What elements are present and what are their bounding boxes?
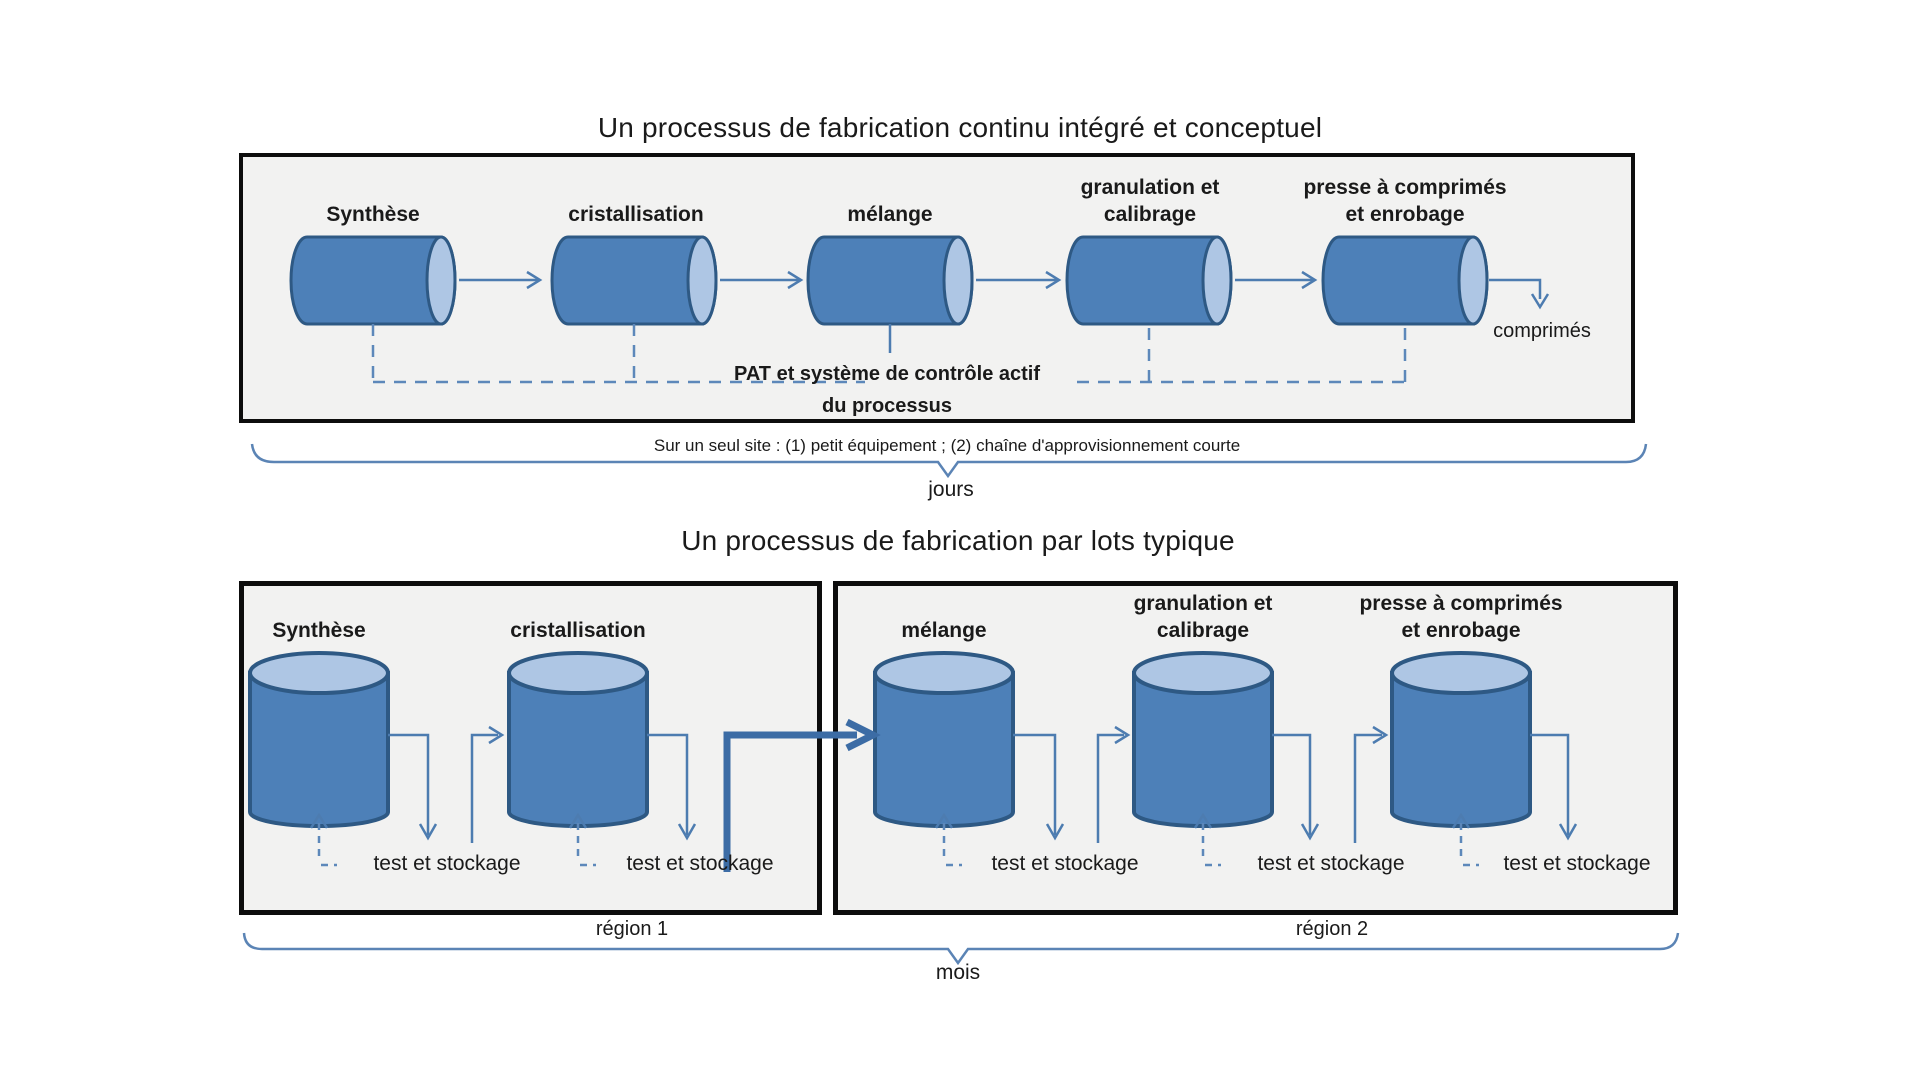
cylinder-granulation-batch	[1132, 651, 1274, 828]
region-2-label: région 2	[1295, 918, 1369, 940]
stage-label-cristallisation-batch: cristallisation	[510, 619, 646, 642]
timescale-days-label: jours	[928, 478, 974, 501]
to-storage-arrows	[388, 733, 1578, 841]
batch-process-title: Un processus de fabrication par lots typ…	[681, 525, 1235, 556]
flow-arrows-continuous	[459, 270, 1318, 290]
stage-label-cristallisation-continuous: cristallisation	[568, 203, 704, 226]
timescale-months-label: mois	[935, 961, 981, 984]
test-storage-label-1: test et stockage	[373, 852, 521, 875]
pat-control-lines	[371, 324, 1407, 384]
months-brace	[242, 932, 1680, 966]
cylinder-cristallisation-batch	[507, 651, 649, 828]
test-storage-label-4: test et stockage	[1257, 852, 1405, 875]
continuous-process-title: Un processus de fabrication continu inté…	[597, 112, 1323, 143]
batch-process-diagram	[248, 651, 1578, 872]
cylinder-presse-continuous	[1321, 235, 1489, 326]
cylinder-synthese-continuous	[289, 235, 457, 326]
cylinder-presse-batch	[1390, 651, 1532, 828]
storage-return-arrows	[309, 812, 1479, 867]
output-label: comprimés	[1493, 320, 1591, 342]
cylinder-synthese-batch	[248, 651, 390, 828]
test-storage-label-2: test et stockage	[626, 852, 774, 875]
test-storage-label-5: test et stockage	[1503, 852, 1651, 875]
cylinder-melange-batch	[873, 651, 1015, 828]
from-storage-arrows	[470, 725, 1389, 843]
test-storage-label-3: test et stockage	[991, 852, 1139, 875]
stage-label-synthese-batch: Synthèse	[272, 619, 366, 642]
output-arrow	[1489, 278, 1550, 310]
stage-label-melange-batch: mélange	[901, 619, 987, 642]
inter-region-transfer-arrow	[723, 718, 881, 872]
region-1-label: région 1	[595, 918, 669, 940]
cylinder-cristallisation-continuous	[550, 235, 718, 326]
stage-label-melange-continuous: mélange	[847, 203, 933, 226]
days-brace	[250, 443, 1648, 479]
single-site-caption: Sur un seul site : (1) petit équipement …	[653, 436, 1241, 455]
stage-label-synthese-continuous: Synthèse	[326, 203, 420, 226]
continuous-process-diagram	[289, 235, 1550, 384]
cylinder-granulation-continuous	[1065, 235, 1233, 326]
cylinder-melange-continuous	[806, 235, 974, 326]
